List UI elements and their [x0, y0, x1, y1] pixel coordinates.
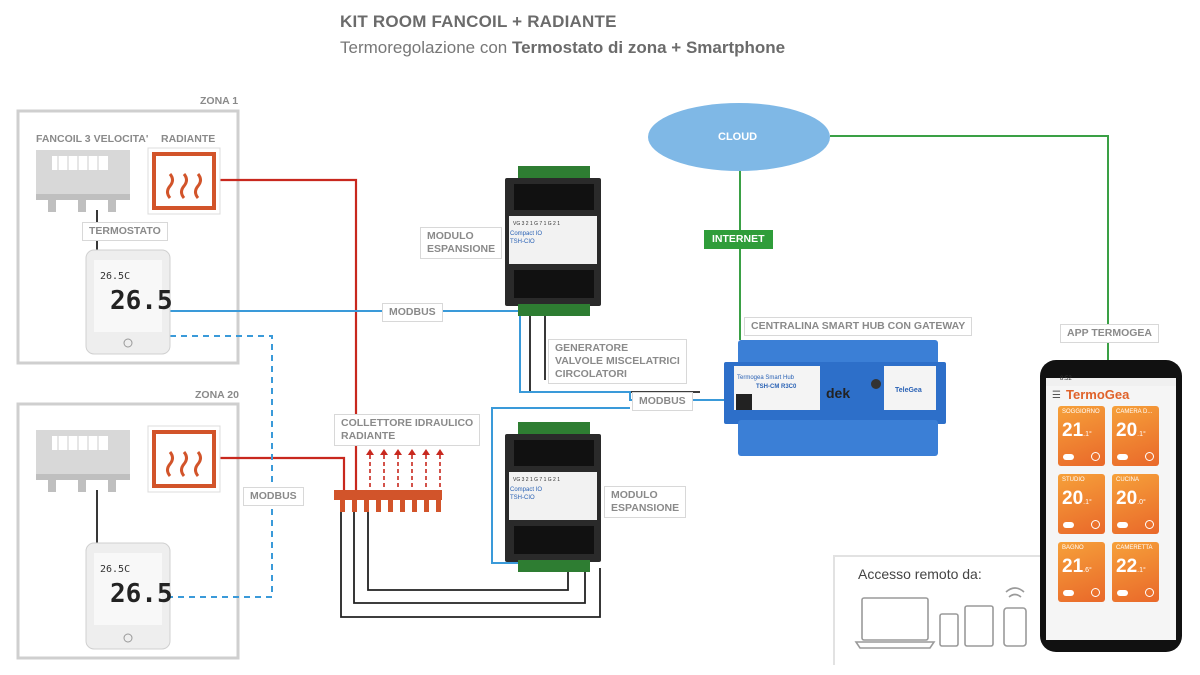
room-card[interactable]: CUCINA 20.0° — [1112, 474, 1159, 534]
toggle-switch[interactable] — [1063, 454, 1074, 460]
remote-devices-icons — [854, 587, 1027, 649]
room-card[interactable]: CAMERA D... 20.1° — [1112, 406, 1159, 466]
zone1-frame — [16, 109, 240, 365]
radiant-icon-zone1 — [147, 147, 221, 215]
thermostat1-big-readout: 26.5 — [110, 286, 173, 316]
expansion-module-1: VG 3 2 1 G 7 1 G 2 1 Compact IO TSH-CIO — [505, 166, 601, 316]
svg-text:Compact IO: Compact IO — [510, 231, 542, 237]
clock-icon[interactable] — [1145, 588, 1154, 597]
radiant-pipes — [218, 178, 358, 490]
manifold-label: COLLETTORE IDRAULICO RADIANTE — [334, 414, 481, 446]
room-temp: 21.6° — [1062, 556, 1092, 577]
expansion-module-2: VG 3 2 1 G 7 1 G 2 1 Compact IO TSH-CIO — [505, 422, 601, 572]
thermostat1-small-readout: 26.5C — [100, 271, 131, 282]
svg-text:dek: dek — [826, 385, 850, 401]
room-card[interactable]: STUDIO 20.1° — [1058, 474, 1105, 534]
thermostat-label: TERMOSTATO — [82, 222, 168, 241]
subtitle-bold: Termostato di zona + Smartphone — [511, 38, 786, 57]
toggle-switch[interactable] — [1117, 522, 1128, 528]
clock-icon[interactable] — [1145, 520, 1154, 529]
room-temp: 21.1° — [1062, 420, 1092, 441]
zone1-label: ZONA 1 — [200, 95, 239, 107]
room-name: STUDIO — [1062, 477, 1085, 483]
generator-label: GENERATORE VALVOLE MISCELATRICI CIRCOLAT… — [548, 339, 687, 384]
phone-time: 8:52 — [1060, 376, 1072, 382]
clock-icon[interactable] — [1091, 520, 1100, 529]
network-wires — [739, 135, 1109, 360]
toggle-switch[interactable] — [1063, 590, 1074, 596]
room-name: BAGNO — [1062, 545, 1084, 551]
zone20-frame — [16, 402, 240, 660]
subtitle-plain: Termoregolazione con — [340, 38, 512, 57]
thermostat20-small-readout: 26.5C — [100, 564, 131, 575]
svg-text:Compact IO: Compact IO — [510, 487, 542, 493]
room-name: CUCINA — [1116, 477, 1140, 483]
internet-label: INTERNET — [704, 230, 773, 249]
room-name: CAMERA D... — [1116, 409, 1153, 415]
room-temp: 20.1° — [1116, 420, 1146, 441]
manifold — [334, 449, 444, 512]
expansion-module-2-label: MODULO ESPANSIONE — [604, 486, 687, 518]
radiant-label: RADIANTE — [161, 133, 216, 145]
modbus-label-2: MODBUS — [243, 487, 304, 506]
hub-label: CENTRALINA SMART HUB CON GATEWAY — [744, 317, 973, 336]
page-title: KIT ROOM FANCOIL + RADIANTE — [340, 12, 617, 31]
radiant-icon-zone20 — [147, 425, 221, 493]
toggle-switch[interactable] — [1117, 590, 1128, 596]
cloud-label: CLOUD — [718, 131, 758, 143]
remote-access-text: Accesso remoto da: — [858, 566, 982, 582]
modbus-label-1: MODBUS — [382, 303, 443, 322]
expansion-module-1-label: MODULO ESPANSIONE — [420, 227, 503, 259]
thermostat20-big-readout: 26.5 — [110, 579, 173, 609]
room-name: CAMERETTA — [1116, 545, 1153, 551]
room-temp: 22.1° — [1116, 556, 1146, 577]
svg-text:VG 3 2 1 G 7 1 G 2 1: VG 3 2 1 G 7 1 G 2 1 — [513, 221, 560, 227]
svg-text:VG 3 2 1 G 7 1 G 2 1: VG 3 2 1 G 7 1 G 2 1 — [513, 477, 560, 483]
thermostat-zone20 — [85, 542, 171, 650]
clock-icon[interactable] — [1145, 452, 1154, 461]
modbus-label-3: MODBUS — [632, 392, 693, 411]
fancoil-unit-zone1 — [36, 150, 130, 212]
toggle-switch[interactable] — [1117, 454, 1128, 460]
room-card[interactable]: CAMERETTA 22.1° — [1112, 542, 1159, 602]
toggle-switch[interactable] — [1063, 522, 1074, 528]
svg-text:TSH-CIO: TSH-CIO — [510, 495, 535, 501]
room-temp: 20.1° — [1062, 488, 1092, 509]
clock-icon[interactable] — [1091, 588, 1100, 597]
app-title: TermoGea — [1066, 387, 1130, 402]
modbus-wires-dashed — [170, 335, 273, 598]
room-card[interactable]: BAGNO 21.6° — [1058, 542, 1105, 602]
page-subtitle: Termoregolazione con Termostato di zona … — [340, 38, 785, 58]
svg-text:TSH-CM R3C0: TSH-CM R3C0 — [756, 384, 797, 390]
room-card[interactable]: SOGGIORNO 21.1° — [1058, 406, 1105, 466]
svg-text:Termogea Smart Hub: Termogea Smart Hub — [737, 375, 795, 381]
app-label: APP TERMOGEA — [1060, 324, 1159, 343]
cloud-shape — [648, 103, 830, 171]
room-temp: 20.0° — [1116, 488, 1146, 509]
clock-icon[interactable] — [1091, 452, 1100, 461]
smart-hub-device: Termogea Smart Hub TSH-CM R3C0 dek TeleG… — [724, 340, 946, 456]
svg-text:TeleGea: TeleGea — [895, 387, 922, 394]
remote-frame — [833, 555, 1040, 665]
zone20-label: ZONA 20 — [195, 389, 239, 401]
fancoil-unit-zone20 — [36, 430, 130, 492]
fancoil-label: FANCOIL 3 VELOCITA' — [36, 133, 149, 145]
room-name: SOGGIORNO — [1062, 409, 1100, 415]
thermostat-zone1 — [85, 249, 171, 355]
svg-text:TSH-CIO: TSH-CIO — [510, 239, 535, 245]
menu-icon[interactable]: ☰ — [1052, 390, 1061, 401]
